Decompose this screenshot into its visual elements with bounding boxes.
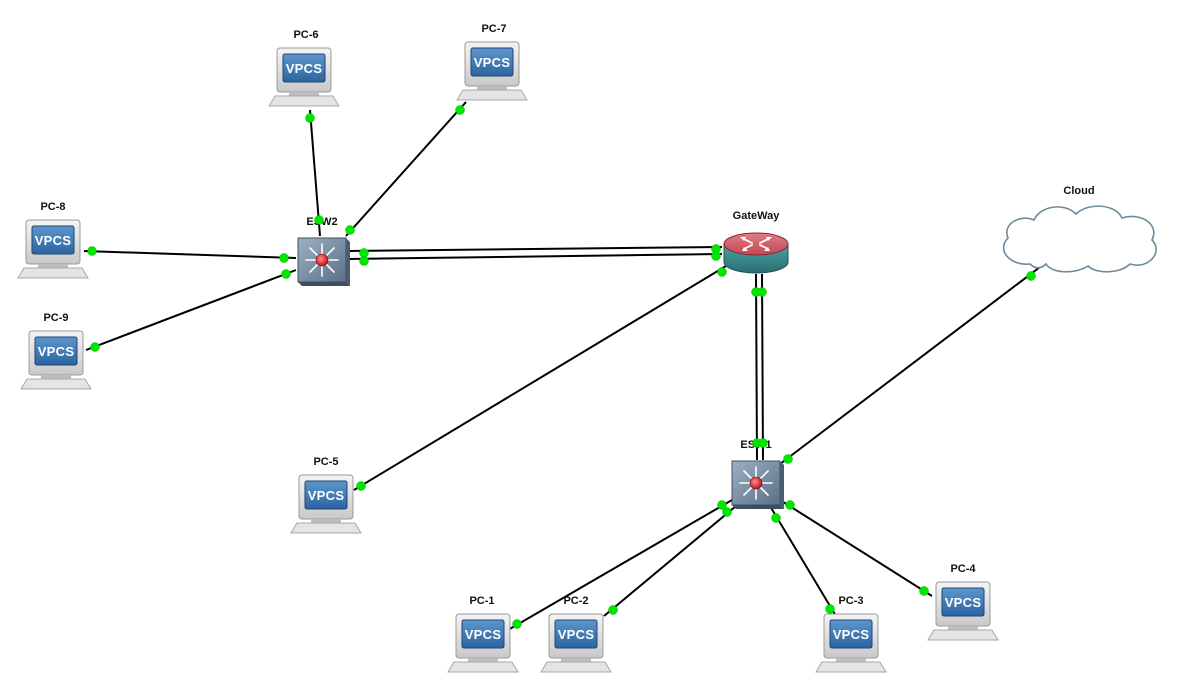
vpcs-pc-icon: VPCS xyxy=(540,613,612,673)
node-esw1[interactable]: ESW1 xyxy=(731,439,784,509)
node-pc3[interactable]: PC-3 VPCS xyxy=(815,595,887,673)
node-esw2[interactable]: ESW2 xyxy=(297,216,350,286)
vpcs-pc-icon: VPCS xyxy=(927,581,999,641)
port-indicator xyxy=(1026,271,1036,281)
link-cloud-esw1[interactable] xyxy=(779,266,1041,465)
link-pc6-esw2[interactable] xyxy=(309,109,321,237)
link-pc1-esw1[interactable] xyxy=(507,499,733,631)
pc7-label: PC-7 xyxy=(481,23,506,35)
port-indicator xyxy=(758,438,768,448)
pc3-label: PC-3 xyxy=(838,595,863,607)
port-indicator xyxy=(345,225,355,235)
link-pc9-esw2[interactable] xyxy=(85,269,297,351)
port-indicator xyxy=(281,269,291,279)
link-pc4-esw1[interactable] xyxy=(779,499,933,597)
vpcs-pc-icon: VPCS xyxy=(815,613,887,673)
cloud-icon xyxy=(1002,205,1157,273)
pc7-screen-text: VPCS xyxy=(474,55,511,70)
pc9-label: PC-9 xyxy=(43,312,68,324)
port-indicator xyxy=(783,454,793,464)
vpcs-pc-icon: VPCS xyxy=(268,47,340,107)
node-gateway[interactable]: GateWay xyxy=(723,210,789,274)
pc8-screen-text: VPCS xyxy=(35,233,72,248)
node-pc9[interactable]: PC-9 VPCS xyxy=(20,312,92,390)
link-pc5-gateway[interactable] xyxy=(353,265,727,491)
pc6-label: PC-6 xyxy=(293,29,318,41)
node-pc8[interactable]: PC-8 VPCS xyxy=(17,201,89,279)
node-pc7[interactable]: PC-7 VPCS xyxy=(456,23,528,101)
port-indicator xyxy=(722,507,732,517)
port-indicator xyxy=(608,605,618,615)
link-esw2-gateway-1[interactable] xyxy=(347,246,723,252)
link-gateway-esw1-2[interactable] xyxy=(761,273,764,461)
pc3-screen-text: VPCS xyxy=(833,627,870,642)
node-pc4[interactable]: PC-4 VPCS xyxy=(927,563,999,641)
node-cloud[interactable]: Cloud xyxy=(1002,185,1157,273)
links-layer xyxy=(83,101,1041,631)
pc6-screen-text: VPCS xyxy=(286,61,323,76)
port-indicator xyxy=(919,586,929,596)
node-pc5[interactable]: PC-5 VPCS xyxy=(290,456,362,534)
port-indicator xyxy=(359,256,369,266)
link-pc2-esw1[interactable] xyxy=(603,505,737,617)
port-indicator xyxy=(512,619,522,629)
port-indicator xyxy=(359,248,369,258)
ethernet-switch-icon xyxy=(297,237,350,286)
vpcs-pc-icon: VPCS xyxy=(17,219,89,279)
link-gateway-esw1-1[interactable] xyxy=(755,273,758,461)
router-icon xyxy=(723,232,789,274)
vpcs-pc-icon: VPCS xyxy=(20,330,92,390)
vpcs-pc-icon: VPCS xyxy=(290,474,362,534)
port-indicator xyxy=(711,251,721,261)
port-indicator xyxy=(717,500,727,510)
port-indicator xyxy=(90,342,100,352)
port-indicator xyxy=(717,267,727,277)
port-indicator xyxy=(455,105,465,115)
link-pc7-esw2[interactable] xyxy=(345,101,467,237)
link-pc8-esw2[interactable] xyxy=(83,250,297,259)
pc2-label: PC-2 xyxy=(563,595,588,607)
port-indicators xyxy=(87,105,1036,629)
ethernet-switch-icon xyxy=(731,460,784,509)
node-pc6[interactable]: PC-6 VPCS xyxy=(268,29,340,107)
link-pc3-esw1[interactable] xyxy=(769,505,837,617)
port-indicator xyxy=(825,604,835,614)
vpcs-pc-icon: VPCS xyxy=(447,613,519,673)
pc9-screen-text: VPCS xyxy=(38,344,75,359)
link-esw2-gateway-2[interactable] xyxy=(347,253,723,260)
pc1-screen-text: VPCS xyxy=(465,627,502,642)
port-indicator xyxy=(279,253,289,263)
vpcs-pc-icon: VPCS xyxy=(456,41,528,101)
port-indicator xyxy=(757,287,767,297)
pc5-label: PC-5 xyxy=(313,456,338,468)
node-pc1[interactable]: PC-1 VPCS xyxy=(447,595,519,673)
pc1-label: PC-1 xyxy=(469,595,494,607)
pc4-screen-text: VPCS xyxy=(945,595,982,610)
port-indicator xyxy=(314,215,324,225)
port-indicator xyxy=(785,500,795,510)
pc2-screen-text: VPCS xyxy=(558,627,595,642)
pc8-label: PC-8 xyxy=(40,201,65,213)
port-indicator xyxy=(771,513,781,523)
gateway-label: GateWay xyxy=(733,210,781,222)
pc5-screen-text: VPCS xyxy=(308,488,345,503)
pc4-label: PC-4 xyxy=(950,563,976,575)
port-indicator xyxy=(356,481,366,491)
cloud-label: Cloud xyxy=(1063,185,1094,197)
port-indicator xyxy=(305,113,315,123)
node-pc2[interactable]: PC-2 VPCS xyxy=(540,595,612,673)
port-indicator xyxy=(87,246,97,256)
